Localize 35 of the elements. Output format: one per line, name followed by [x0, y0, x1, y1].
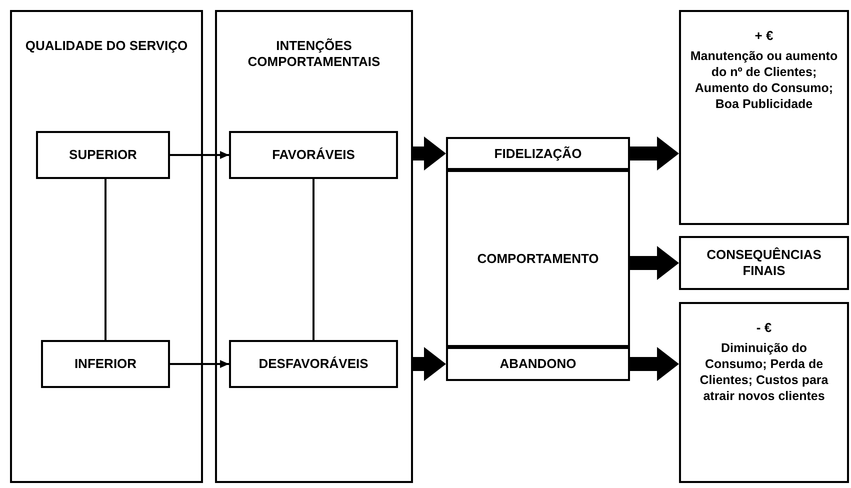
- node-text: Diminuição do Consumo; Perda de Clientes; Custos para atrair novos clientes: [698, 340, 830, 404]
- block-arrow: [630, 136, 679, 170]
- node-heading: INFERIOR: [74, 356, 137, 372]
- node-heading: - €: [756, 320, 772, 336]
- node-text: Manutenção ou aumento do nº de Clientes; Aumento do Consumo; Boa Publicidade: [689, 48, 839, 112]
- block-arrow: [413, 347, 446, 381]
- process-box: [229, 131, 398, 179]
- process-box: [229, 340, 398, 388]
- arrow: [170, 151, 229, 159]
- block-arrow: [413, 136, 446, 170]
- column-panel: [10, 10, 203, 483]
- node-heading: FIDELIZAÇÃO: [494, 146, 582, 162]
- connector-line: [312, 179, 314, 340]
- node-heading: + €: [754, 28, 774, 44]
- process-box: [446, 137, 630, 170]
- connector-line: [104, 179, 106, 340]
- node-heading: QUALIDADE DO SERVIÇO: [25, 38, 188, 54]
- process-box: [446, 347, 630, 381]
- node-heading: DESFAVORÁVEIS: [258, 356, 368, 372]
- process-box: [36, 131, 170, 179]
- process-box: [446, 170, 630, 347]
- node-heading: ABANDONO: [500, 356, 576, 372]
- node-heading: SUPERIOR: [69, 147, 137, 163]
- node-heading: FAVORÁVEIS: [272, 147, 355, 163]
- block-arrow: [630, 246, 679, 280]
- node-heading: INTENÇÕES COMPORTAMENTAIS: [246, 38, 382, 70]
- result-box: [679, 302, 849, 483]
- process-box: [41, 340, 170, 388]
- result-box: [679, 10, 849, 225]
- block-arrow: [630, 347, 679, 381]
- column-panel: [215, 10, 413, 483]
- process-box: [679, 236, 849, 290]
- node-heading: CONSEQUÊNCIAS FINAIS: [706, 247, 822, 279]
- arrow: [170, 360, 229, 368]
- node-heading: COMPORTAMENTO: [477, 250, 599, 266]
